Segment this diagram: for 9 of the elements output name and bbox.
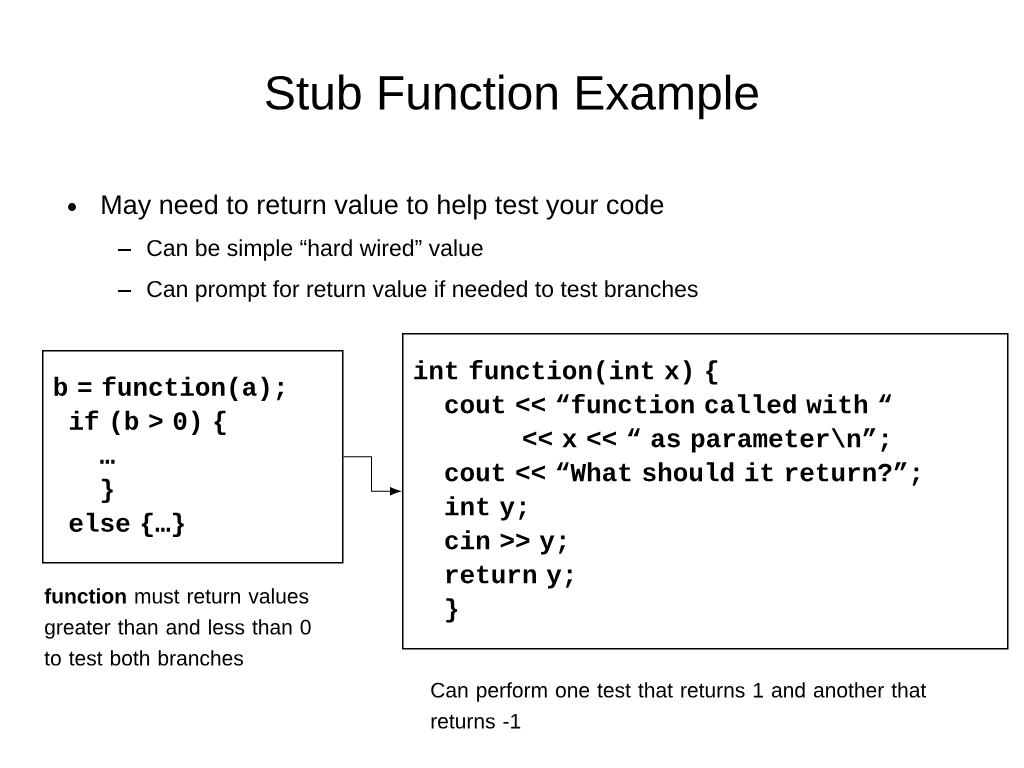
code-box: int function(int x) { cout << “function called with “ << x << “ as parameter\n”; cout << “What should it return?”; int y; cin >> y; return y; }	[402, 333, 1009, 650]
bullet-text: Can prompt for return value if needed to test branches	[147, 280, 698, 302]
note-text: Can perform one test that returns 1 and another that returns -1	[431, 682, 927, 729]
slide-title: Stub Function Example	[266, 74, 758, 120]
code-box: b = function(a); if (b > 0) { … } else {…}	[42, 350, 344, 564]
arrow	[343, 456, 401, 496]
bullet-text: May need to return value to help test your code	[102, 194, 664, 220]
bullet-text: Can be simple “hard wired” value	[147, 239, 483, 261]
note-text: function must return values greater than and less than 0 to test both branches	[44, 588, 311, 666]
